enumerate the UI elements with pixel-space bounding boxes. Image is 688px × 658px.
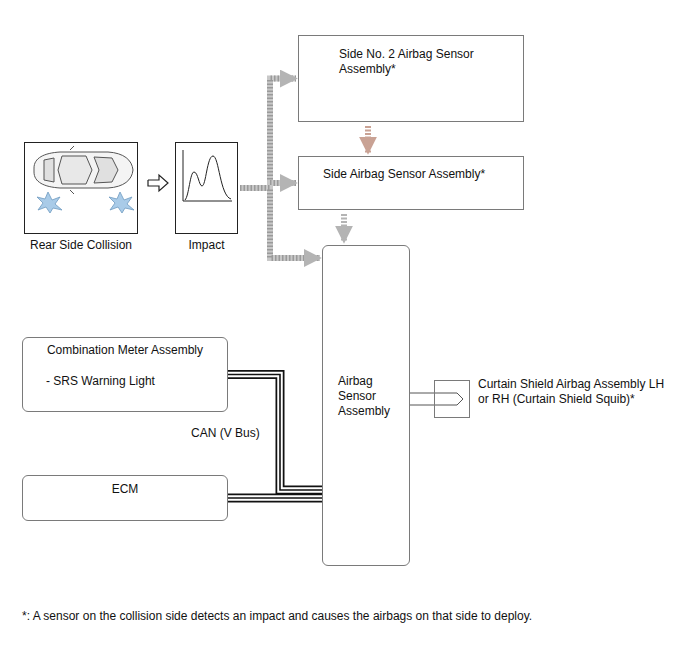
can-wire [228, 494, 322, 503]
airbag-sensor-box: Airbag Sensor Assembly [322, 245, 410, 566]
signal-arrow [240, 188, 320, 258]
car-illustration [34, 146, 133, 194]
signal-arrow [368, 126, 369, 153]
sensor-box: Side No. 2 Airbag Sensor Assembly* [298, 35, 524, 122]
can-wire [228, 497, 322, 499]
sensor-signal-arrow [365, 126, 371, 153]
box-title: Side Airbag Sensor Assembly* [323, 167, 515, 182]
signal-arrow [344, 214, 345, 242]
impact-signal-dots [240, 79, 296, 189]
footnote: *: A sensor on the collision side detect… [22, 609, 532, 624]
box-title: Airbag Sensor Assembly [338, 374, 405, 419]
box-title: Side No. 2 Airbag Sensor Assembly* [339, 47, 493, 77]
impact-graph-box: Impact [175, 142, 238, 234]
impact-signal-dots [240, 188, 320, 258]
can-wire [228, 495, 322, 501]
impact-signal-path [240, 79, 296, 189]
meter-box: Combination Meter Assembly - SRS Warning … [22, 337, 228, 412]
box-title: ECM [31, 482, 219, 497]
impact-graph [183, 150, 232, 201]
ecm-box: ECM [22, 475, 228, 521]
box-title: Combination Meter Assembly [31, 343, 219, 358]
signal-arrow [240, 79, 296, 189]
impact-signal-path [240, 188, 320, 258]
squib-box: Curtain Shield Airbag Assembly LH or RH … [434, 380, 470, 418]
box-item: - SRS Warning Light [31, 374, 219, 389]
signal-arrow [148, 175, 168, 191]
box-title: Curtain Shield Airbag Assembly LH or RH … [478, 377, 678, 407]
sensor-box: Side Airbag Sensor Assembly* [298, 156, 524, 210]
impact-burst [37, 192, 134, 213]
squib-outline [435, 393, 463, 405]
box-title: Rear Side Collision [30, 238, 132, 253]
squib-wire [410, 393, 434, 405]
hollow-arrow [148, 175, 168, 191]
collision-image-box: Rear Side Collision [24, 142, 138, 234]
sensor-signal-arrow [341, 214, 347, 242]
signal-arrow [410, 393, 434, 405]
bus-label: CAN (V Bus) [189, 426, 262, 441]
can-bus-line [228, 498, 322, 499]
squib-symbol [435, 381, 469, 417]
box-title: Impact [188, 238, 224, 253]
